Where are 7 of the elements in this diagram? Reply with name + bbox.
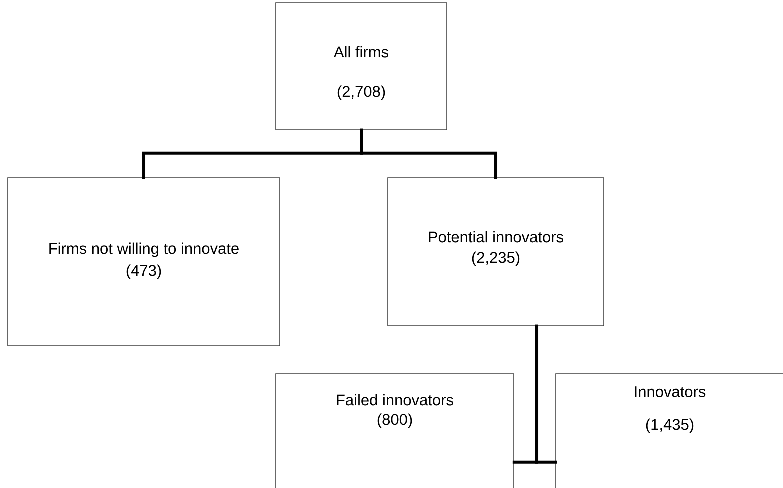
box: Innovators (1,435): [556, 374, 783, 488]
box: Potential innovators (2,235): [388, 178, 604, 326]
box: Firms not willing to innovate (473): [8, 178, 280, 346]
box: Failed innovators (800): [276, 374, 514, 488]
connector-line: [360, 128, 498, 180]
box: All firms (2,708): [276, 2, 448, 130]
connector-line: [536, 324, 558, 464]
